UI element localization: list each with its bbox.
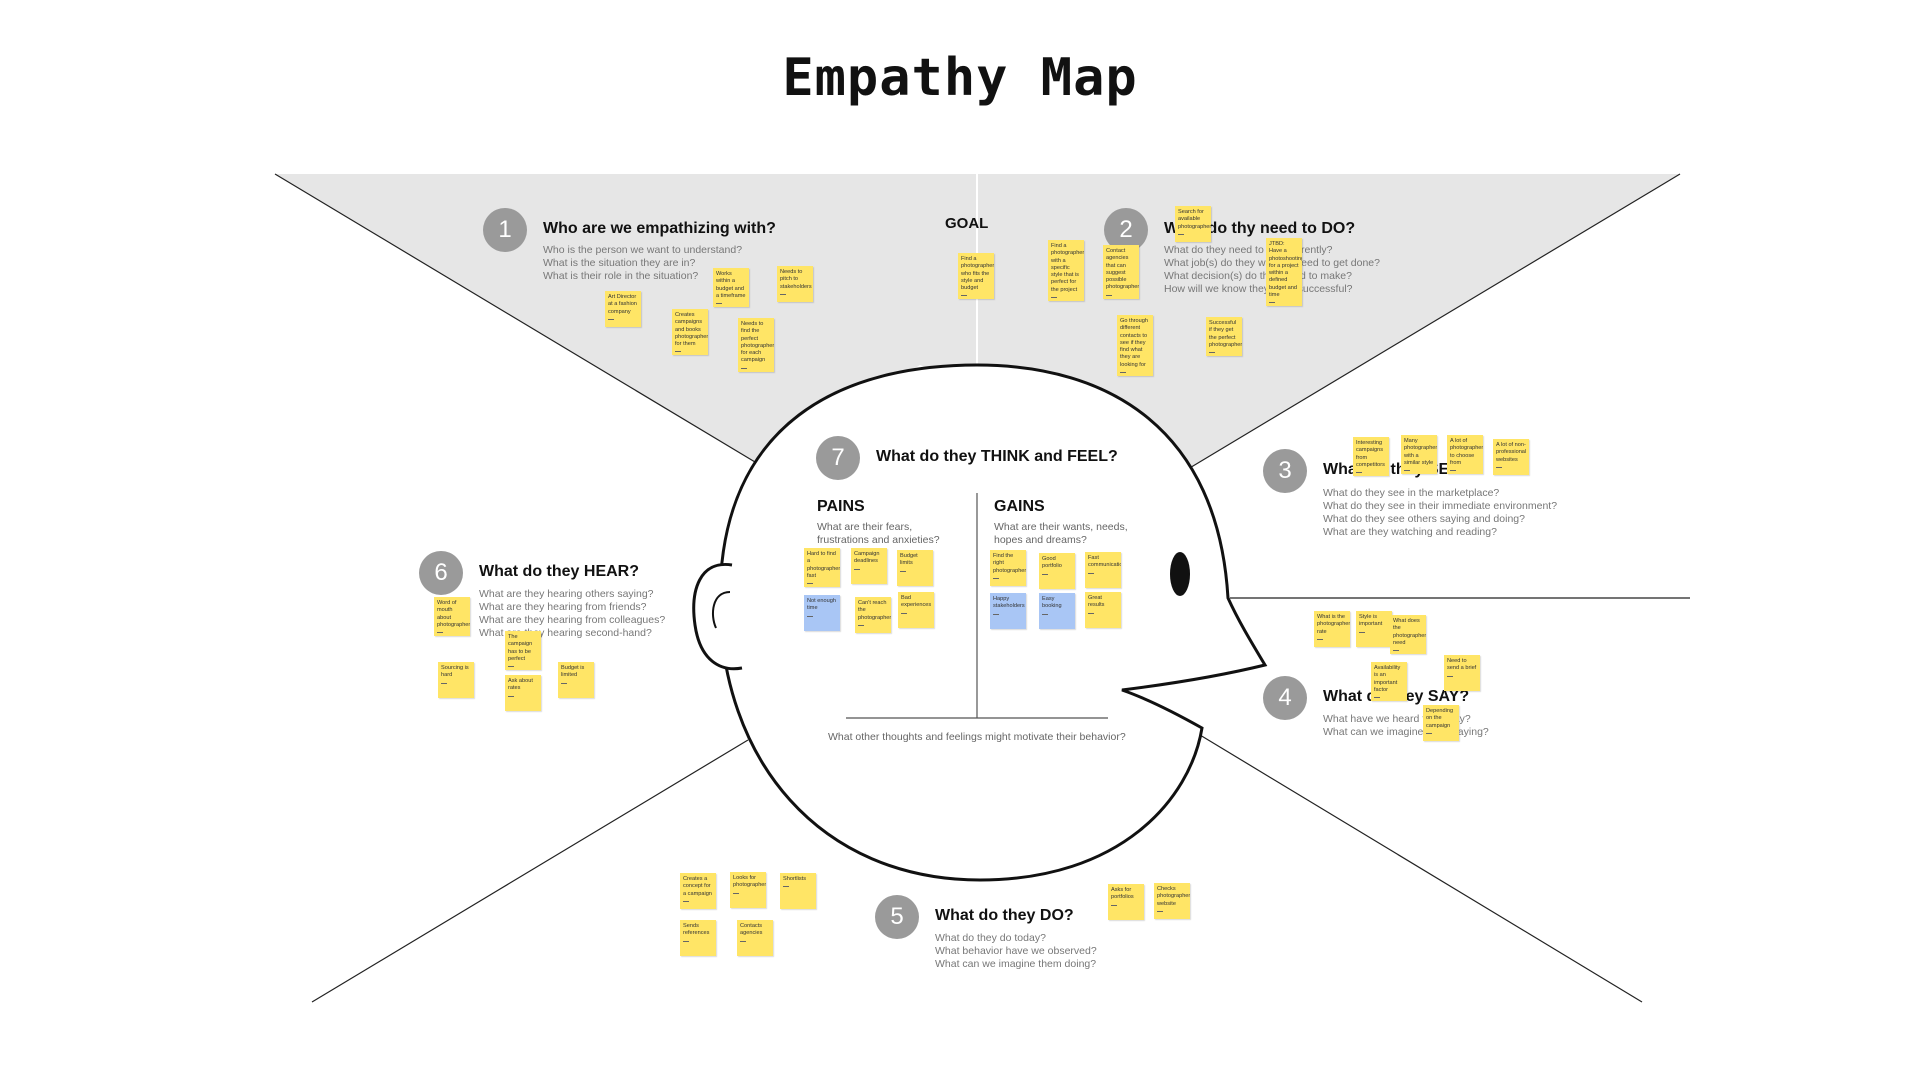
section-title-5: What do they DO? [935,907,1074,924]
divider-bottom-left [311,739,749,1003]
sticky-note[interactable]: Word of mouth about photographers [434,597,470,637]
sticky-note[interactable]: Sourcing is hard [438,662,474,698]
sticky-note[interactable]: Budget limits [897,550,933,586]
sticky-note[interactable]: Go through different contacts to see if … [1117,315,1153,377]
sticky-note[interactable]: What does the photographer need [1390,615,1426,655]
section-question: What decision(s) do they need to make? [1164,270,1352,282]
divider-bottom-right [1199,734,1643,1003]
section-number-1: 1 [483,208,527,252]
section-question: What do they see in the marketplace? [1323,487,1500,499]
section-question: How will we know they were successful? [1164,283,1353,295]
sticky-note[interactable]: Needs to find the perfect photographer f… [738,318,774,372]
sticky-note[interactable]: Checks photographer's website [1154,883,1190,919]
sticky-note[interactable]: Many photographers with a similar style [1401,435,1437,475]
eye [1170,552,1190,596]
goal-label: GOAL [945,215,989,232]
sticky-note[interactable]: JTBD: Have a photoshooting for a project… [1266,238,1302,307]
ear-outline [692,563,743,671]
section-question: What are they watching and reading? [1323,526,1497,538]
sticky-note[interactable]: Bad experiences [898,592,934,628]
sticky-note[interactable]: A lot of non-professional websites [1493,439,1529,475]
sticky-note[interactable]: Sends references [680,920,716,956]
sticky-note[interactable]: Art Director at a fashion company [605,291,641,327]
sticky-note[interactable]: Need to send a brief [1444,655,1480,691]
sticky-note[interactable]: Shortlists [780,873,816,909]
sticky-note[interactable]: The campaign has to be perfect [505,631,541,671]
section-question: What do they see in their immediate envi… [1323,500,1558,512]
sticky-note[interactable]: Asks for portfolios [1108,884,1144,920]
sticky-note[interactable]: Works within a budget and a timeframe [713,268,749,308]
divider-top-left [274,173,761,466]
sticky-note[interactable]: Hard to find a photographer fast [804,548,840,588]
section-title-7: What do they THINK and FEEL? [876,448,1118,465]
pains-question: What are their fears, frustrations and a… [817,521,940,546]
other-thoughts-question: What other thoughts and feelings might m… [828,731,1126,743]
section-number-7: 7 [816,436,860,480]
section-question: What are they hearing from friends? [479,601,647,613]
sticky-note[interactable]: Easy booking [1039,593,1075,629]
sticky-note[interactable]: Great results [1085,592,1121,628]
sticky-note[interactable]: Ask about rates [505,675,541,711]
pains-title: PAINS [817,498,865,515]
sticky-note[interactable]: Contacts agencies [737,920,773,956]
sticky-note[interactable]: Creates campaigns and books photographer… [672,309,708,356]
sticky-note[interactable]: Can't reach the photographers [855,597,891,633]
sticky-note[interactable]: Creates a concept for a campaign [680,873,716,909]
sticky-note[interactable]: Good portfolio [1039,553,1075,589]
section-title-6: What do they HEAR? [479,563,639,580]
sticky-note[interactable]: Budget is limited [558,662,594,698]
section-question: Who is the person we want to understand? [543,244,743,256]
sticky-note[interactable]: Find a photographer who fits the style a… [958,253,994,300]
sticky-note[interactable]: Needs to pitch to stakeholders [777,266,813,302]
section-question: What can we imagine them saying? [1323,726,1489,738]
sticky-note[interactable]: Happy stakeholders [990,593,1026,629]
sticky-note[interactable]: Successful if they get the perfect photo… [1206,317,1242,357]
sticky-note[interactable]: What is the photographer's rate [1314,611,1350,647]
gains-question: What are their wants, needs, hopes and d… [994,521,1128,546]
sticky-note[interactable]: Depending on the campaign [1423,705,1459,741]
section-number-6: 6 [419,551,463,595]
page-title: Empathy Map [782,48,1138,108]
sticky-note[interactable]: Campaign deadlines [851,548,887,584]
ear-inner [712,591,731,629]
sticky-note[interactable]: Find a photographer with a specific styl… [1048,240,1084,302]
gains-title: GAINS [994,498,1045,515]
section-title-2: What do thy need to DO? [1164,220,1356,237]
section-question: What behavior have we observed? [935,945,1097,957]
section-question: What can we imagine them doing? [935,958,1097,970]
section-question: What do they need to do differently? [1164,244,1333,256]
sticky-note[interactable]: A lot of photographers to choose from [1447,435,1483,475]
sticky-note[interactable]: Find the right photographer [990,550,1026,586]
section-question: What do they see others saying and doing… [1323,513,1525,525]
section-question: What is the situation they are in? [543,257,696,269]
sticky-note[interactable]: Contact agencies that can suggest possib… [1103,245,1139,299]
section-title-1: Who are we empathizing with? [543,220,776,237]
section-number-3: 3 [1263,449,1307,493]
section-question: What do they do today? [935,932,1046,944]
section-question: What are they hearing others saying? [479,588,654,600]
divider-top-right [1182,173,1681,473]
section-number-4: 4 [1263,676,1307,720]
sticky-note[interactable]: Fast communication [1085,552,1121,588]
sticky-note[interactable]: Not enough time [804,595,840,631]
sticky-note[interactable]: Availability is an important factor [1371,662,1407,702]
section-question: What are they hearing from colleagues? [479,614,666,626]
sticky-note[interactable]: Looks for photographers [730,872,766,908]
sticky-note[interactable]: Interesting campaigns from competitors [1353,437,1389,477]
sticky-note[interactable]: Search for available photographers [1175,206,1211,242]
section-question: What is their role in the situation? [543,270,699,282]
sticky-note[interactable]: Style is important [1356,611,1392,647]
section-number-5: 5 [875,895,919,939]
